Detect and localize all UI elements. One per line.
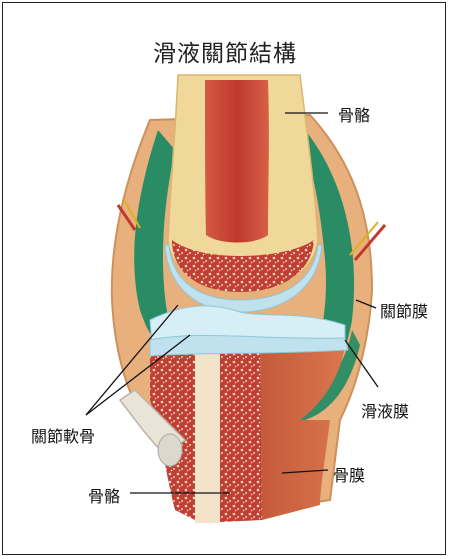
label-joint-capsule: 關節膜	[380, 298, 428, 322]
ligament-end	[158, 434, 182, 466]
label-bone-bottom: 骨骼	[88, 483, 120, 507]
lower-bone-spongy-front	[220, 345, 262, 522]
label-periosteum: 骨膜	[333, 462, 365, 486]
lower-bone-marrow-column	[195, 345, 220, 523]
diagram-title: 滑液關節結構	[0, 34, 450, 68]
label-synovial-membrane: 滑液膜	[361, 398, 409, 422]
label-articular-cartilage: 關節軟骨	[31, 423, 95, 447]
upper-bone-marrow	[205, 80, 269, 243]
label-bone-top: 骨骼	[338, 102, 370, 126]
